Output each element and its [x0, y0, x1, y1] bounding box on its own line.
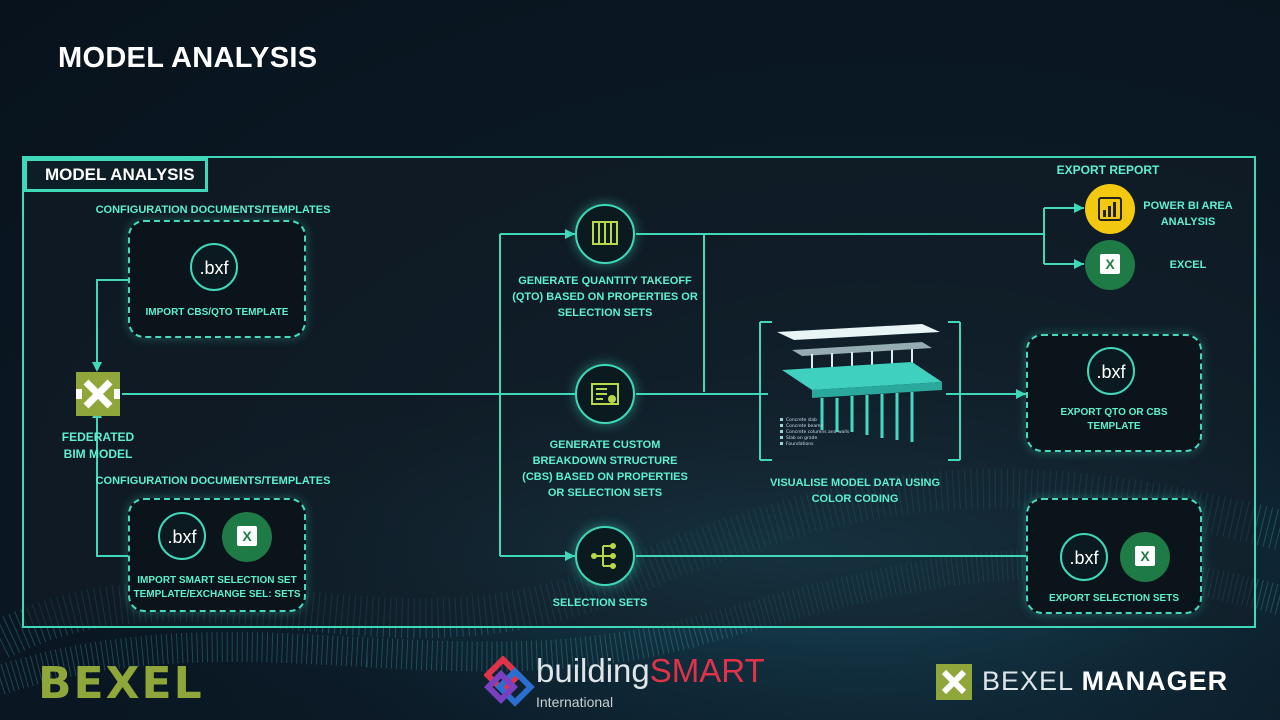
bexel-manager-icon — [936, 664, 972, 700]
cbs-node[interactable] — [575, 364, 635, 424]
bxf-file-icon: .bxf — [190, 243, 238, 291]
buildingsmart-logo: buildingSMART — [536, 652, 765, 690]
qto-line-1: GENERATE QUANTITY TAKEOFF — [518, 275, 692, 287]
bxf-file-icon-3: .bxf — [1087, 347, 1135, 395]
excel-export-icon[interactable]: X — [1085, 240, 1135, 290]
export-report-label: EXPORT REPORT — [1056, 163, 1160, 177]
config-docs-top-label: CONFIGURATION DOCUMENTS/TEMPLATES — [95, 204, 331, 216]
bxf-file-icon-4: .bxf — [1060, 533, 1108, 581]
qto-line-2: (QTO) BASED ON PROPERTIES OR — [512, 291, 698, 303]
export-qto-label: EXPORT QTO OR CBS TEMPLATE — [1026, 406, 1202, 434]
legend-item: Concrete columns and walls — [786, 429, 850, 435]
config-docs-bottom-label: CONFIGURATION DOCUMENTS/TEMPLATES — [95, 475, 331, 487]
legend-item: Slab on grade — [786, 435, 818, 441]
model-3d-image: Concrete slab Concrete beams Concrete co… — [777, 324, 942, 447]
frame-tag: MODEL ANALYSIS — [24, 158, 208, 192]
powerbi-line-2: ANALYSIS — [1160, 216, 1216, 228]
visualise-line-2: COLOR CODING — [811, 493, 899, 505]
cbs-line-2: BREAKDOWN STRUCTURE — [532, 455, 678, 467]
page-title: MODEL ANALYSIS — [58, 42, 318, 74]
import-smart-line-2: TEMPLATE/EXCHANGE SEL: SETS — [133, 589, 301, 600]
cbs-icon — [591, 383, 619, 405]
export-selection-box[interactable] — [1026, 498, 1202, 614]
federated-label-1: FEDERATED — [61, 430, 135, 444]
visualise-label: VISUALISE MODEL DATA USING COLOR CODING — [750, 475, 960, 507]
legend-item: Foundations — [786, 441, 814, 447]
bexel-logo: BEXEL — [38, 658, 204, 709]
tree-icon — [591, 543, 616, 569]
excel-label: EXCEL — [1169, 259, 1207, 271]
bexel-manager-a: BEXEL — [982, 666, 1074, 696]
bxf-file-icon-2: .bxf — [158, 512, 206, 560]
visualise-line-1: VISUALISE MODEL DATA USING — [769, 477, 941, 489]
buildingsmart-subtext: International — [536, 694, 614, 710]
export-qto-line-1: EXPORT QTO OR CBS — [1060, 407, 1168, 418]
selection-sets-node[interactable] — [575, 526, 635, 586]
import-smart-label: IMPORT SMART SELECTION SET TEMPLATE/EXCH… — [128, 574, 306, 602]
cbs-label: GENERATE CUSTOM BREAKDOWN STRUCTURE (CBS… — [500, 437, 710, 501]
qto-icon — [592, 221, 618, 245]
qto-label: GENERATE QUANTITY TAKEOFF (QTO) BASED ON… — [500, 273, 710, 321]
bexel-manager-b: MANAGER — [1081, 666, 1229, 696]
buildingsmart-text-b: SMART — [649, 652, 765, 689]
selection-sets-label: SELECTION SETS — [552, 597, 648, 609]
excel-icon: X — [222, 512, 272, 562]
bexel-x-icon[interactable] — [76, 372, 120, 416]
buildingsmart-logo-icon — [484, 656, 535, 707]
powerbi-label: POWER BI AREA ANALYSIS — [1136, 198, 1240, 230]
export-sel-label: EXPORT SELECTION SETS — [1048, 593, 1180, 604]
excel-icon-2: X — [1120, 532, 1170, 582]
cbs-line-4: OR SELECTION SETS — [547, 487, 663, 499]
bexel-manager-logo: BEXEL MANAGER — [982, 666, 1228, 697]
buildingsmart-text-a: building — [536, 652, 650, 689]
powerbi-line-1: POWER BI AREA — [1143, 200, 1233, 212]
cbs-line-3: (CBS) BASED ON PROPERTIES — [522, 471, 688, 483]
qto-node[interactable] — [575, 204, 635, 264]
federated-label-2: BIM MODEL — [63, 447, 133, 461]
import-cbs-label: IMPORT CBS/QTO TEMPLATE — [145, 307, 289, 318]
import-smart-box[interactable] — [128, 498, 306, 612]
powerbi-icon[interactable] — [1085, 184, 1135, 234]
export-qto-line-2: TEMPLATE — [1087, 421, 1141, 432]
cbs-line-1: GENERATE CUSTOM — [549, 439, 661, 451]
legend-item: Concrete slab — [786, 417, 817, 423]
import-smart-line-1: IMPORT SMART SELECTION SET — [137, 575, 297, 586]
legend-item: Concrete beams — [786, 423, 823, 429]
qto-line-3: SELECTION SETS — [557, 307, 653, 319]
frame-tag-label: MODEL ANALYSIS — [27, 161, 205, 189]
